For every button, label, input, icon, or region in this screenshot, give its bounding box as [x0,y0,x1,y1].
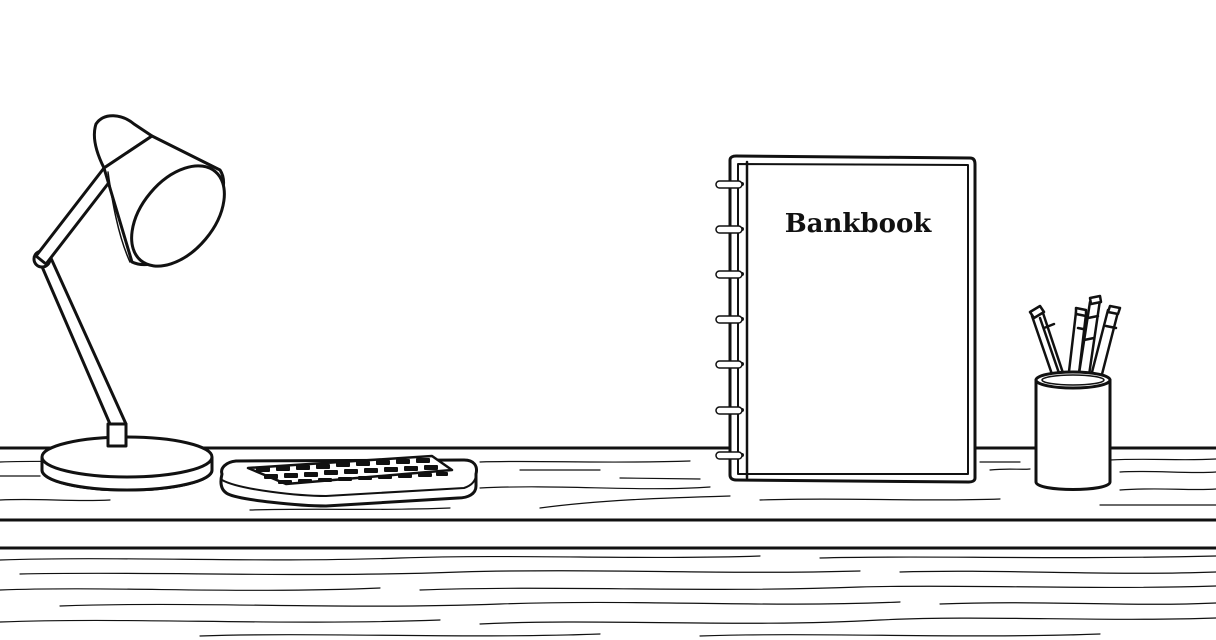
pencil-cup-icon [1028,294,1122,491]
desk-lamp-icon [32,114,226,492]
desk-apron-wood-grain [0,555,1216,637]
calculator-icon [219,454,478,508]
bankbook: Bankbook [715,154,977,484]
bankbook-title: Bankbook [785,209,933,239]
desk [0,446,1216,637]
desk-top-wood-grain [0,458,1216,511]
